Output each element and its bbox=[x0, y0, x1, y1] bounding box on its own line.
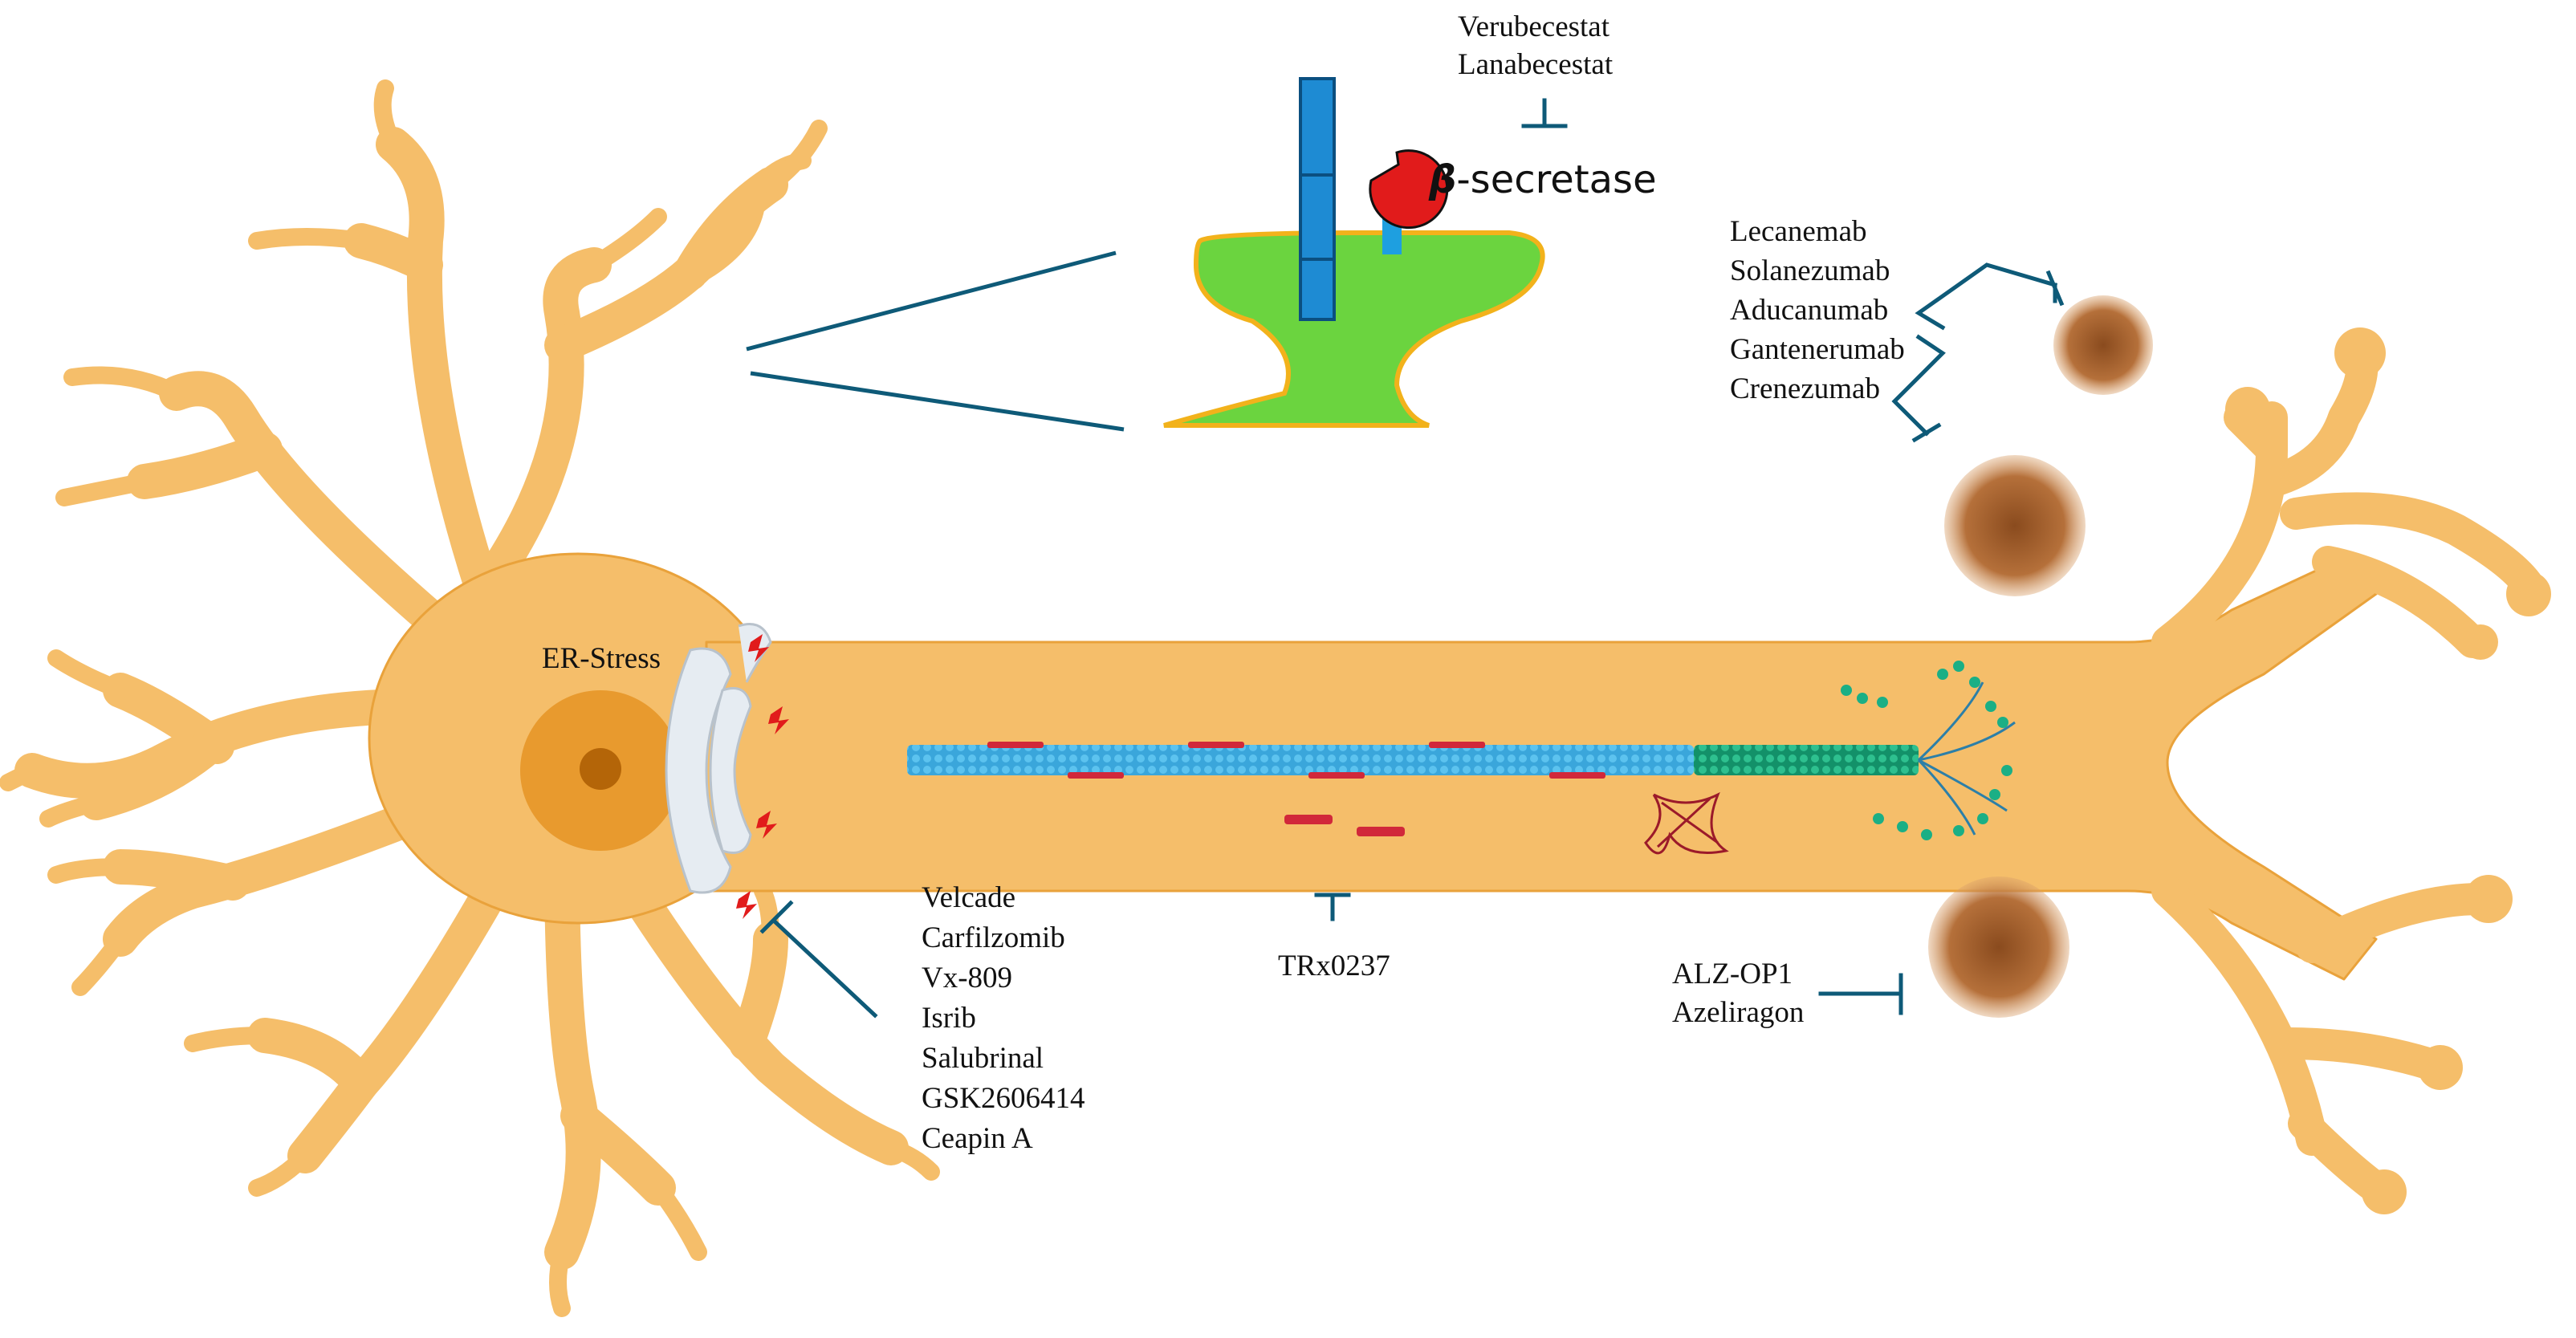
axon-terminals bbox=[2151, 337, 2545, 1204]
er-stress-label: ER-Stress bbox=[542, 642, 661, 675]
drug-label: Ceapin A bbox=[922, 1122, 1033, 1155]
drug-label: Aducanumab bbox=[1730, 294, 1888, 327]
inhibitor-bar-icon bbox=[1521, 98, 1568, 128]
drug-label: Lecanemab bbox=[1730, 215, 1867, 248]
bace-inhibitor-list: Verubecestat Lanabecestat bbox=[1458, 10, 1614, 128]
tau-drug: TRx0237 bbox=[1278, 893, 1390, 982]
nucleus bbox=[520, 690, 681, 851]
drug-label: Isrib bbox=[922, 1002, 976, 1035]
drug-label: Solanezumab bbox=[1730, 254, 1890, 287]
antibody-list: Lecanemab Solanezumab Aducanumab Gantene… bbox=[1730, 215, 2065, 443]
microtubule-icon bbox=[907, 661, 2016, 840]
drug-label: Verubecestat bbox=[1458, 10, 1610, 43]
beta-secretase-label: β-secretase bbox=[1428, 157, 1657, 202]
axon-bulbs bbox=[2225, 327, 2551, 1214]
dendrites bbox=[14, 127, 909, 1270]
inhibitor-bar-icon bbox=[1891, 262, 2065, 443]
amyloid-plaque-icon bbox=[1928, 295, 2153, 1018]
drug-label: Carfilzomib bbox=[922, 921, 1065, 954]
drug-label: Crenezumab bbox=[1730, 372, 1880, 405]
rage-drug-list: ALZ-OP1 Azeliragon bbox=[1672, 958, 1903, 1029]
drug-label: GSK2606414 bbox=[922, 1082, 1085, 1115]
secretase-enzyme-icon bbox=[1369, 149, 1449, 254]
dendrites-taper bbox=[0, 79, 940, 1317]
drug-label: Velcade bbox=[922, 881, 1015, 914]
er-drug-list: Velcade Carfilzomib Vx-809 Isrib Salubri… bbox=[759, 881, 1085, 1155]
drug-label: TRx0237 bbox=[1278, 950, 1390, 982]
tau-tangle-icon bbox=[1644, 791, 1729, 855]
tau-protein-icon bbox=[987, 742, 1605, 836]
inhibitor-bar-icon bbox=[1314, 893, 1351, 921]
drug-label: ALZ-OP1 bbox=[1672, 958, 1793, 990]
app-protein-icon bbox=[1299, 77, 1336, 321]
dendritic-spine-icon bbox=[746, 230, 1545, 432]
drug-label: Gantenerumab bbox=[1730, 333, 1905, 366]
inhibitor-bar-icon bbox=[1818, 973, 1903, 1015]
drug-label: Vx-809 bbox=[922, 962, 1012, 994]
drug-label: Lanabecestat bbox=[1458, 48, 1614, 81]
inhibitor-bar-icon bbox=[759, 900, 878, 1019]
er-stress-bolts bbox=[736, 634, 789, 919]
drug-label: Salubrinal bbox=[922, 1042, 1044, 1075]
er-membrane-icon bbox=[665, 623, 772, 894]
drug-label: Azeliragon bbox=[1672, 996, 1804, 1029]
